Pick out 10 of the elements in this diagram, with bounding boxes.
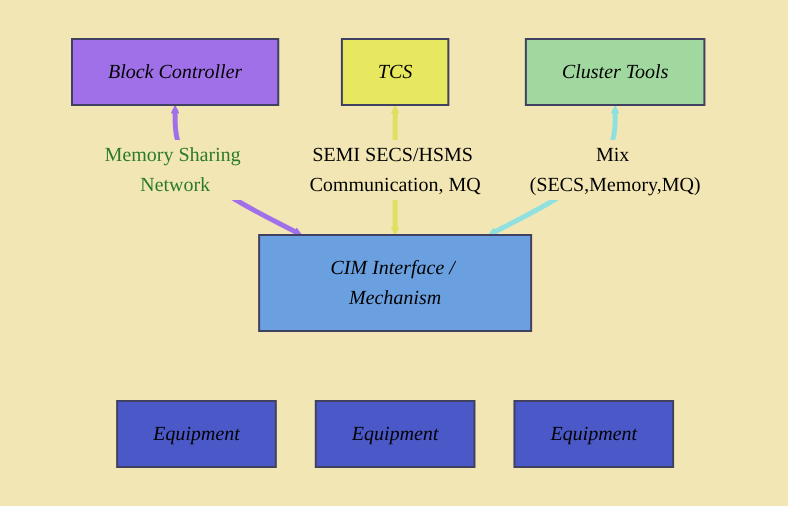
node-box: Block Controller [71,38,280,106]
node-box: Equipment [315,400,476,468]
edge-label: SEMI SECS/HSMS Communication, MQ [310,144,482,196]
node-box: Equipment [514,400,675,468]
node-box: Equipment [116,400,278,468]
node-box: TCS [341,38,450,106]
node-box: Cluster Tools [525,38,706,106]
node-box: CIM Interface / Mechanism [258,234,533,332]
edge-label: Mix (SECS,Memory,MQ) [530,144,702,196]
edge-label: Memory Sharing Network [105,144,242,196]
